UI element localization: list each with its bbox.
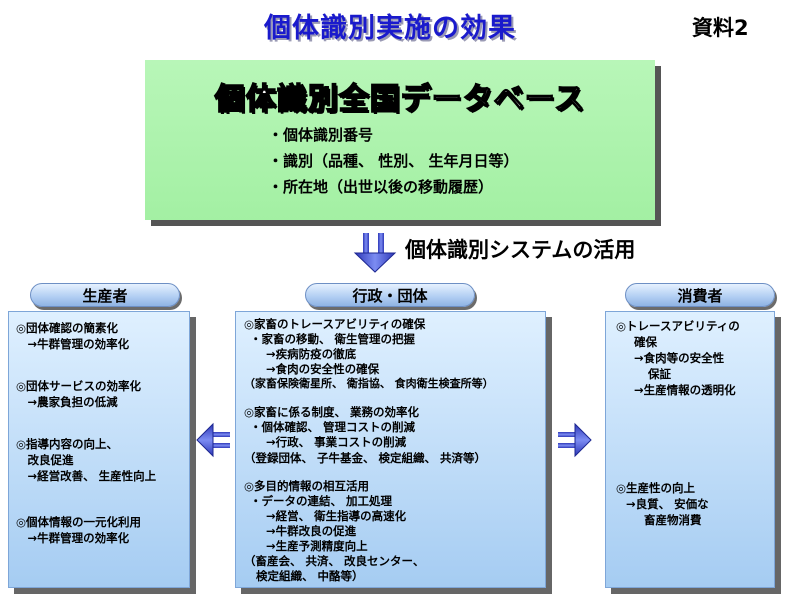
admin-line: ◎家畜に係る制度、 業務の効率化 xyxy=(244,405,420,419)
consumer-line: 保証 xyxy=(648,367,671,381)
database-item: ・所在地（出世以後の移動履歴） xyxy=(268,178,494,196)
admin-line: （家畜保険衛星所、 衛指協、 食肉衛生検査所等） xyxy=(244,377,494,390)
database-item: ・個体識別番号 xyxy=(268,126,374,144)
page-title: 個体識別実施の効果 xyxy=(264,13,516,44)
producer-line: →牛群管理の効率化 xyxy=(16,337,130,351)
left-double-arrow-icon xyxy=(196,422,230,458)
admin-line: →疾病防疫の徹底 xyxy=(266,347,357,361)
consumer-line: →良質、 安価な xyxy=(626,497,709,511)
document-label: 資料2 xyxy=(692,16,749,40)
consumer-line: 確保 xyxy=(634,335,657,349)
down-arrow-icon xyxy=(353,233,397,273)
admin-line: ◎多目的情報の相互活用 xyxy=(244,479,370,493)
admin-header: 行政・団体 xyxy=(305,283,475,307)
producer-line: →牛群管理の効率化 xyxy=(16,531,130,545)
consumer-line: 畜産物消費 xyxy=(644,513,702,527)
admin-line: →牛群改良の促進 xyxy=(266,524,357,538)
producer-line: ◎個体情報の一元化利用 xyxy=(16,515,142,529)
producer-line: →農家負担の低減 xyxy=(16,395,118,409)
producer-line: 改良促進 xyxy=(16,453,74,467)
consumer-line: ◎生産性の向上 xyxy=(616,481,696,495)
admin-line: →食肉の安全性の確保 xyxy=(266,362,380,376)
producer-line: ◎団体確認の簡素化 xyxy=(16,321,119,335)
admin-line: ・個体確認、 管理コストの削減 xyxy=(250,420,416,434)
admin-line: ・家畜の移動、 衛生管理の把握 xyxy=(250,332,416,346)
producer-line: →経営改善、 生産性向上 xyxy=(16,469,157,483)
system-usage-label: 個体識別システムの活用 xyxy=(405,238,636,262)
admin-panel: ◎家畜のトレースアビリティの確保 ・家畜の移動、 衛生管理の把握 →疾病防疫の徹… xyxy=(235,311,546,588)
admin-line: 検定組織、 中酪等） xyxy=(256,569,364,583)
admin-line: →経営、 衛生指導の高速化 xyxy=(266,509,407,523)
admin-line: ◎家畜のトレースアビリティの確保 xyxy=(244,317,426,331)
producer-line: ◎指導内容の向上、 xyxy=(16,437,119,451)
admin-line: （畜産会、 共済、 改良センター、 xyxy=(244,554,425,568)
consumer-line: →食肉等の安全性 xyxy=(634,351,725,365)
database-item: ・識別（品種、 性別、 生年月日等） xyxy=(268,152,519,170)
right-double-arrow-icon xyxy=(558,422,592,458)
consumer-header: 消費者 xyxy=(625,283,775,307)
consumer-panel: ◎トレースアビリティの 確保 →食肉等の安全性 保証 →生産情報の透明化 ◎生産… xyxy=(605,311,775,588)
database-item-list: ・個体識別番号 ・識別（品種、 性別、 生年月日等） ・所在地（出世以後の移動履… xyxy=(268,122,518,200)
consumer-line: ◎トレースアビリティの xyxy=(616,319,740,333)
database-box: 個体識別全国データベース ・個体識別番号 ・識別（品種、 性別、 生年月日等） … xyxy=(145,60,655,220)
admin-line: →生産予測精度向上 xyxy=(266,539,368,553)
admin-line: ・データの連結、 加工処理 xyxy=(250,494,393,508)
database-title: 個体識別全国データベース xyxy=(214,81,586,118)
producer-line: ◎団体サービスの効率化 xyxy=(16,379,142,393)
producer-header: 生産者 xyxy=(30,283,180,307)
consumer-line: →生産情報の透明化 xyxy=(634,383,736,397)
admin-line: →行政、 事業コストの削減 xyxy=(266,435,407,449)
producer-panel: ◎団体確認の簡素化 →牛群管理の効率化 ◎団体サービスの効率化 →農家負担の低減… xyxy=(8,311,190,588)
admin-line: （登録団体、 子牛基金、 検定組織、 共済等） xyxy=(244,451,487,465)
